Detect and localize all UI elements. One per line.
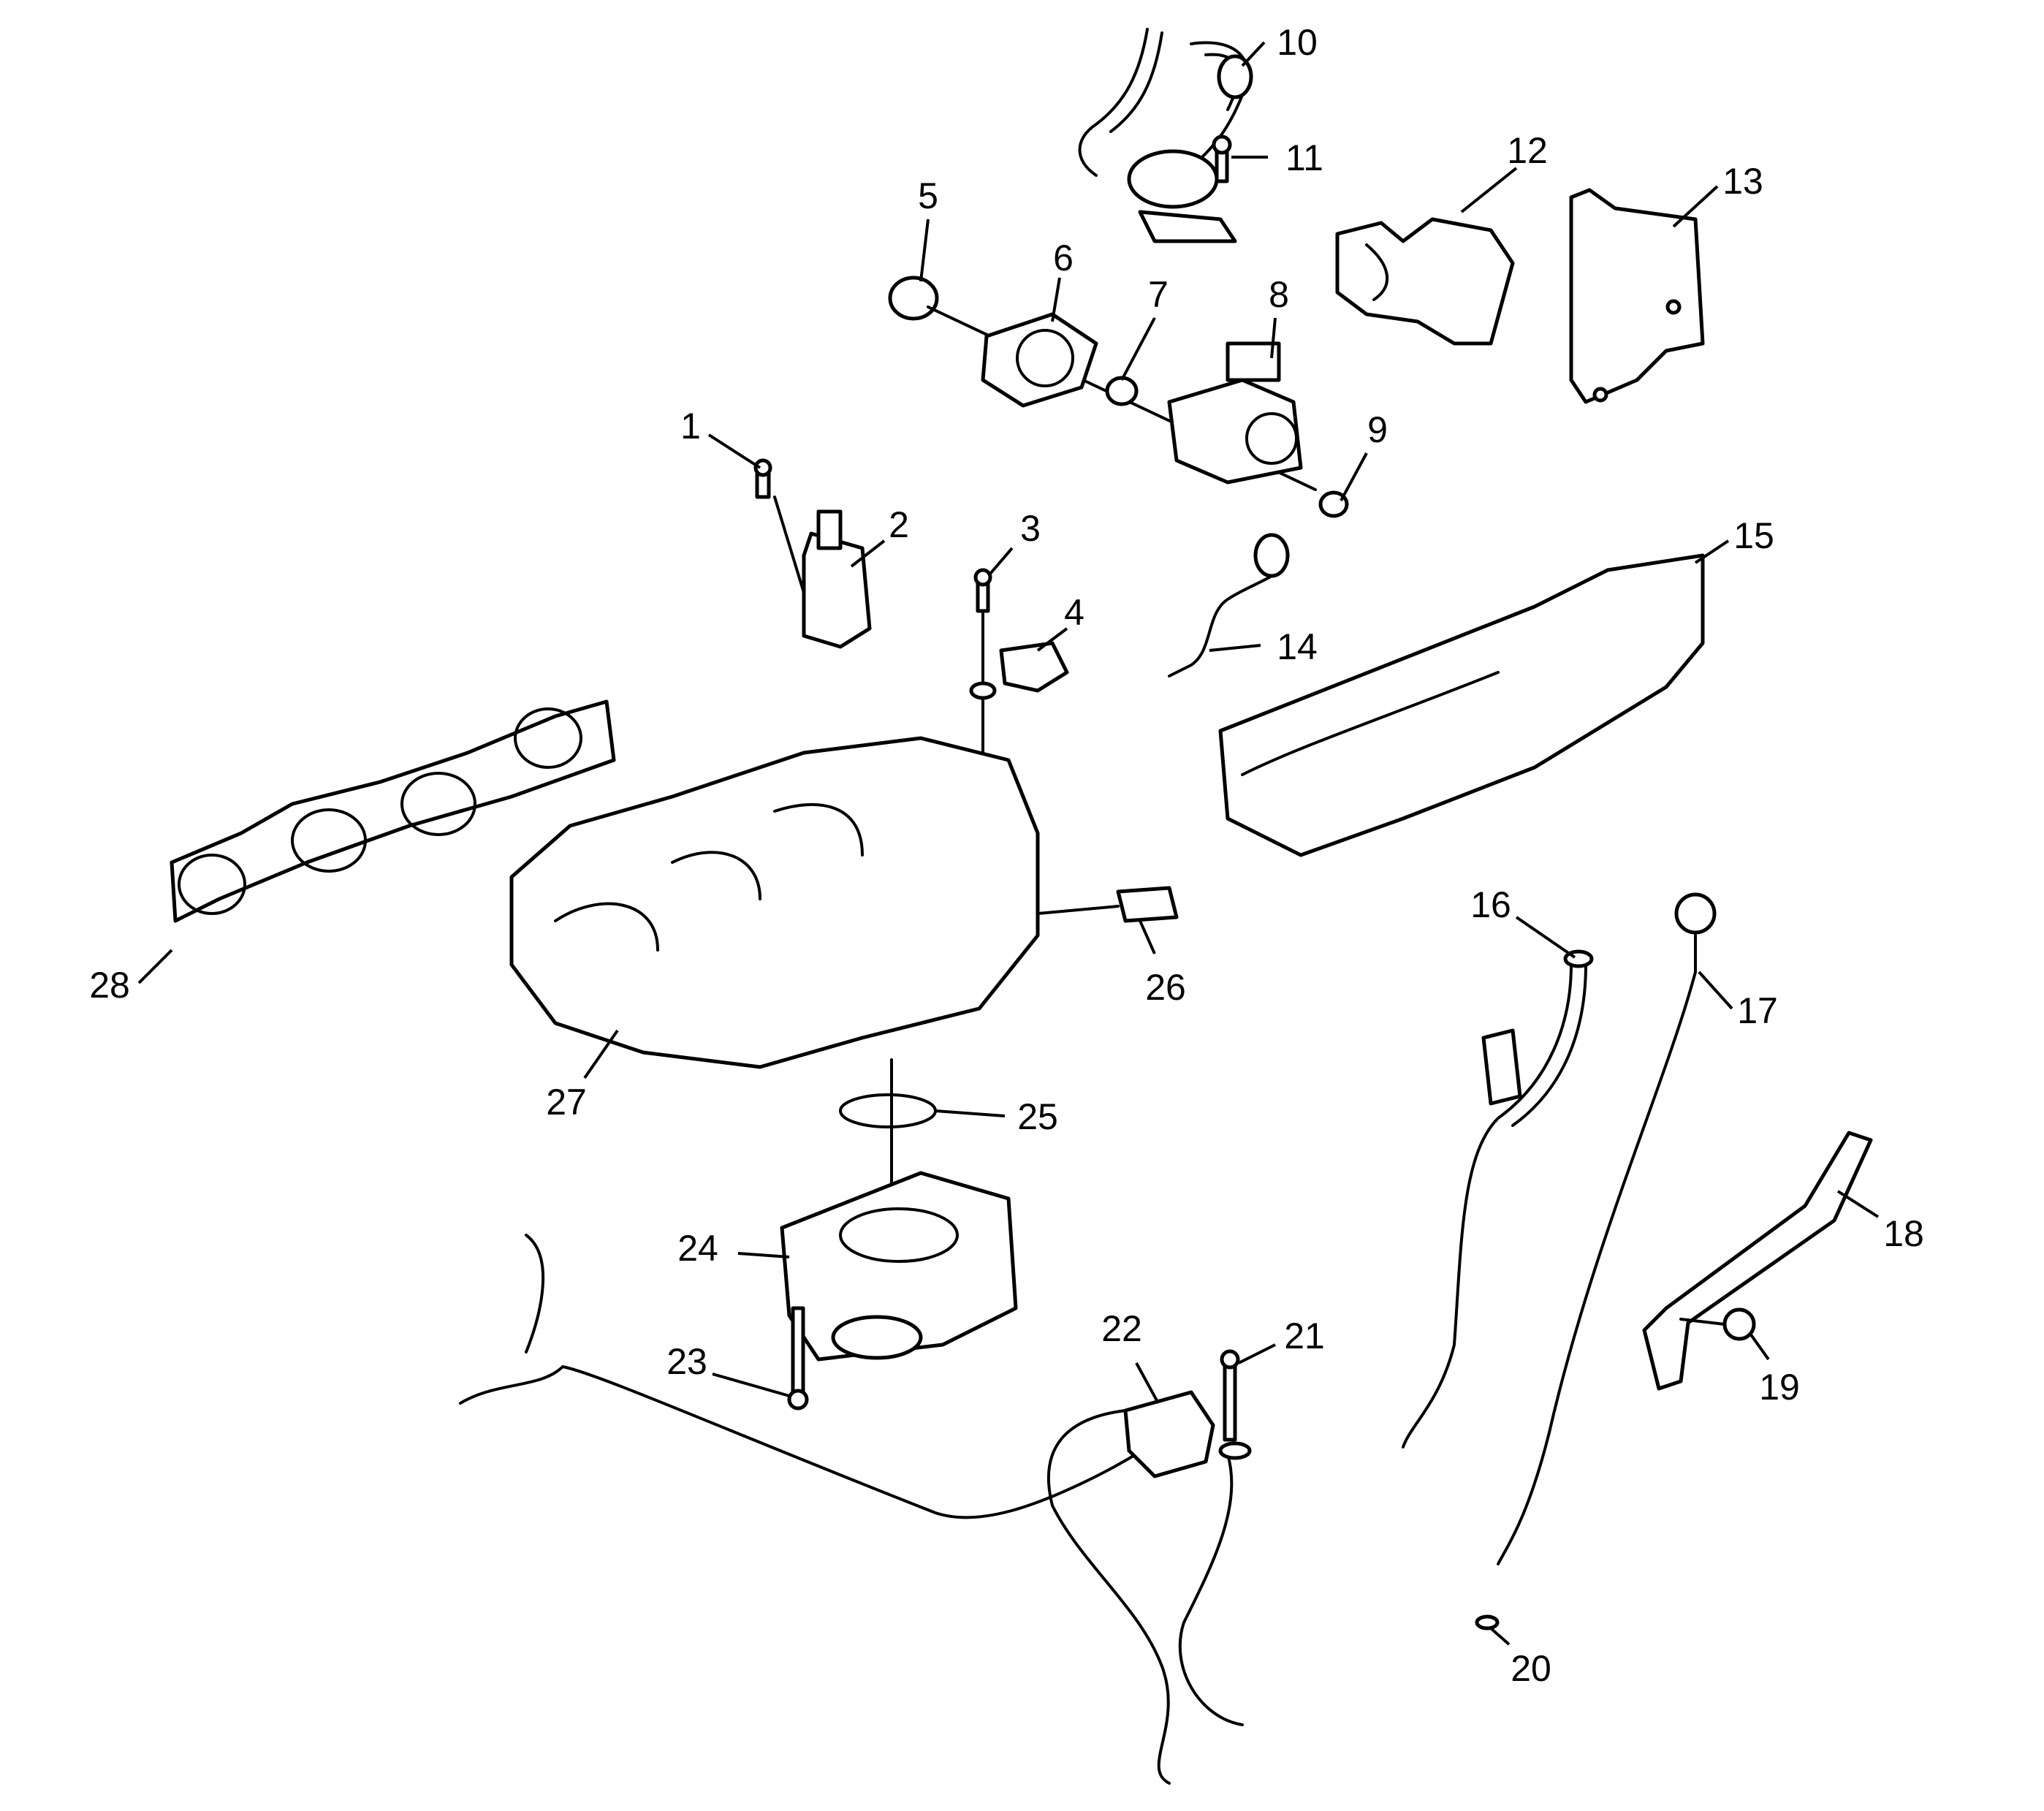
callout-15: 15 bbox=[1733, 515, 1774, 556]
part-27-runner-2 bbox=[671, 851, 761, 900]
callout-14: 14 bbox=[1277, 626, 1318, 667]
part-10-11-hose-assembly bbox=[1078, 28, 1253, 243]
callout-9: 9 bbox=[1367, 409, 1388, 450]
callout-1: 1 bbox=[680, 406, 701, 447]
part-3-4-sensor bbox=[969, 568, 1069, 783]
callout-8: 8 bbox=[1269, 274, 1289, 315]
part-27-intake-manifold bbox=[509, 736, 1040, 1069]
callout-2: 2 bbox=[889, 504, 909, 545]
callout-3: 3 bbox=[1020, 508, 1041, 549]
part-5-to-9-pump-stack bbox=[888, 276, 1349, 518]
callout-23: 23 bbox=[666, 1341, 707, 1382]
part-28-gasket bbox=[170, 699, 616, 923]
callout-7: 7 bbox=[1148, 274, 1169, 315]
part-25-o-ring bbox=[839, 1093, 937, 1128]
part-15-detail bbox=[1241, 671, 1500, 776]
callout-6: 6 bbox=[1053, 238, 1074, 278]
part-20-tip bbox=[1475, 1614, 1500, 1630]
callout-20: 20 bbox=[1511, 1648, 1551, 1689]
callout-25: 25 bbox=[1017, 1096, 1058, 1137]
callout-12: 12 bbox=[1507, 130, 1548, 171]
part-13-bracket bbox=[1569, 188, 1705, 404]
part-12-detail bbox=[1365, 243, 1388, 301]
callout-13: 13 bbox=[1722, 161, 1763, 202]
part-17-dipstick-handle bbox=[1674, 892, 1717, 935]
callout-21: 21 bbox=[1284, 1315, 1325, 1356]
callout-4: 4 bbox=[1064, 592, 1084, 633]
part-23-bolt bbox=[791, 1306, 805, 1398]
part-27-runner-3 bbox=[773, 802, 864, 857]
part-22-harness bbox=[459, 1234, 1244, 1785]
part-14-hose bbox=[1168, 561, 1288, 677]
part-16-tube bbox=[1402, 963, 1573, 1449]
part-15-heat-shield bbox=[1218, 553, 1705, 857]
callout-22: 22 bbox=[1101, 1308, 1142, 1349]
part-1-2-solenoid bbox=[753, 458, 872, 649]
part-27-runner-1 bbox=[554, 902, 659, 952]
callout-11: 11 bbox=[1285, 137, 1323, 178]
callout-19: 19 bbox=[1759, 1367, 1800, 1408]
callout-18: 18 bbox=[1883, 1213, 1924, 1254]
part-21-bolt bbox=[1223, 1357, 1237, 1442]
callout-5: 5 bbox=[918, 175, 938, 216]
part-12-heat-shield bbox=[1335, 217, 1515, 346]
part-18-bracket bbox=[1642, 1131, 1873, 1391]
callout-10: 10 bbox=[1277, 22, 1318, 63]
callout-27: 27 bbox=[546, 1082, 587, 1123]
part-26-fitting bbox=[1116, 886, 1179, 923]
callout-26: 26 bbox=[1145, 967, 1186, 1008]
callout-17: 17 bbox=[1737, 990, 1778, 1031]
part-17-dipstick bbox=[1497, 934, 1697, 1565]
callout-28: 28 bbox=[89, 965, 130, 1006]
callout-16: 16 bbox=[1470, 884, 1511, 925]
callout-24: 24 bbox=[677, 1228, 718, 1269]
leader-lines bbox=[137, 41, 1880, 1646]
callout-labels: 1 2 3 4 5 6 7 8 9 10 11 12 13 14 15 16 1… bbox=[89, 22, 1924, 1689]
